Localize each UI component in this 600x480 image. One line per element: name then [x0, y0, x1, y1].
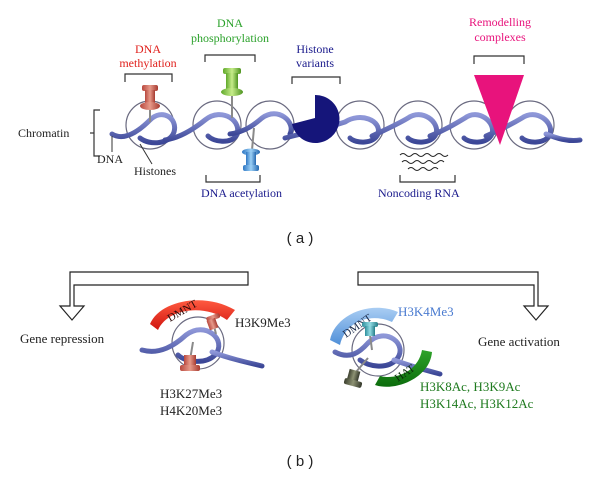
dna-methylation-label-line1: DNA — [135, 42, 161, 56]
remodelling-bracket — [473, 55, 525, 64]
remodelling-label-line2: complexes — [474, 30, 526, 44]
histones-label: Histones — [134, 164, 176, 178]
noncoding-rna-bracket — [399, 175, 456, 183]
histone-variant-shape — [292, 94, 340, 143]
dna-acetylation-bracket — [205, 175, 261, 183]
methylation-pin-icon — [140, 85, 160, 122]
acetylation-marks-line1: H3K8Ac, H3K9Ac — [420, 379, 521, 394]
acetyl-pin-icon — [343, 357, 369, 388]
hat-enzyme — [375, 350, 432, 387]
histone-variants-label-line2: variants — [296, 56, 334, 70]
dna-methylation-bracket — [124, 73, 173, 82]
panel-a: Chromatin DNA Histones DNA methylation D… — [18, 15, 583, 247]
remodelling-complex-triangle — [474, 75, 524, 145]
dna-acetylation-label: DNA acetylation — [201, 186, 282, 200]
dna-phosphorylation-label-line1: DNA — [217, 16, 243, 30]
histone-variants-bracket — [291, 76, 341, 84]
noncoding-rna-squiggles — [399, 153, 449, 171]
repression-arrow — [58, 271, 249, 321]
dna-strand — [109, 111, 583, 146]
chromatin-bracket — [93, 109, 100, 157]
activation-arrow — [357, 271, 550, 321]
acetylation-pin-icon — [242, 127, 260, 171]
gene-repression-label: Gene repression — [20, 331, 105, 346]
acetylation-marks-line2: H3K14Ac, H3K12Ac — [420, 396, 534, 411]
dmnt-enzyme-repression — [150, 300, 235, 330]
h3k9me3-pin-icon — [206, 313, 221, 335]
remodelling-label-line1: Remodelling — [469, 15, 531, 29]
dna-phosphorylation-bracket — [204, 54, 256, 62]
panel-b: Gene repression Gene activation DMNT H3K… — [20, 271, 560, 470]
dna-methylation-label-line2: methylation — [119, 56, 176, 70]
h3k4me3-label: H3K4Me3 — [398, 304, 454, 319]
chromatin-label: Chromatin — [18, 126, 69, 140]
panel-a-label: ( a ) — [287, 230, 314, 247]
h3k27me3-pin-icon — [180, 341, 200, 371]
phosphorylation-pin-icon — [221, 68, 243, 118]
noncoding-rna-label: Noncoding RNA — [378, 186, 460, 200]
h3k4me3-pin-icon — [362, 322, 378, 351]
h3k9me3-label: H3K9Me3 — [235, 315, 291, 330]
h3k27me3-label: H3K27Me3 — [160, 386, 222, 401]
dna-label: DNA — [97, 152, 123, 166]
panel-b-label: ( b ) — [287, 453, 314, 470]
h4k20me3-label: H4K20Me3 — [160, 403, 222, 418]
histone-2 — [192, 100, 242, 150]
histone-variants-label-line1: Histone — [296, 42, 333, 56]
gene-activation-label: Gene activation — [478, 334, 560, 349]
dna-phosphorylation-label-line2: phosphorylation — [191, 31, 269, 45]
active-nucleosome: DMNT HAT H3K4Me3 H3K8Ac, H3K9Ac H3K14Ac,… — [330, 304, 534, 411]
dmnt-enzyme-activation — [330, 307, 398, 345]
repressed-nucleosome: DMNT H3K9Me3 H3K27Me3 H4K20Me3 — [139, 298, 291, 418]
